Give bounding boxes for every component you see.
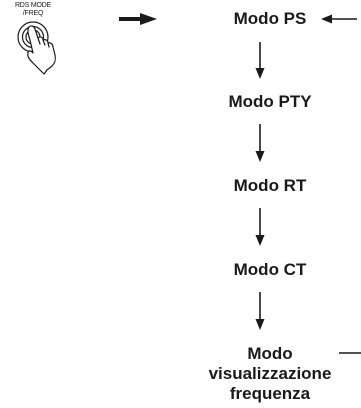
down-arrow-1 — [255, 42, 265, 79]
start-arrow — [119, 13, 157, 25]
mode-frequency-line2: visualizzazione — [208, 364, 332, 383]
mode-frequency-line3: frequenza — [229, 384, 311, 403]
return-arrow — [321, 14, 357, 24]
finger-press-button-icon — [17, 21, 56, 75]
button-label-line1: RDS MODE — [14, 2, 52, 9]
mode-ct: Modo CT — [233, 260, 307, 279]
button-label-line2: /FREQ — [22, 10, 44, 17]
mode-pty: Modo PTY — [228, 92, 312, 111]
down-arrow-3 — [255, 208, 265, 246]
mode-rt: Modo RT — [233, 176, 307, 195]
mode-frequency-line1: Modo — [247, 344, 293, 363]
mode-ps: Modo PS — [233, 9, 307, 28]
down-arrow-2 — [255, 124, 265, 162]
down-arrow-4 — [255, 292, 265, 330]
